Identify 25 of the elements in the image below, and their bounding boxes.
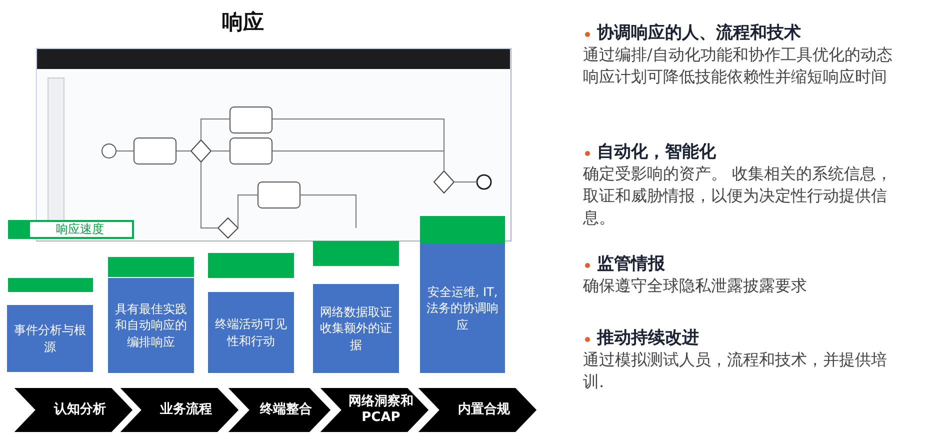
bar-block (108, 257, 194, 277)
bullet-heading: 协调响应的人、流程和技术 (597, 22, 802, 44)
bullet-heading: 自动化，智能化 (597, 141, 717, 163)
bullet-text: 通过模拟测试人员，流程和技术，并提供培训. (583, 349, 888, 393)
label-tag: 响应速度 (8, 220, 134, 239)
bar-block (313, 241, 399, 266)
chevron-step: 认知分析 (12, 387, 134, 433)
stage-block: 具有最佳实践和自动响应的编排响应 (108, 278, 194, 373)
bar-block (208, 253, 294, 278)
bar-block (8, 278, 93, 292)
title: 响应 (222, 9, 264, 36)
chevron-step: 网络洞察和PCAP (318, 387, 430, 433)
stage-block: 安全运维, IT, 法务的协调响应 (420, 244, 505, 373)
chevron-step: 终端整合 (226, 387, 332, 433)
bullet-heading: 推动持续改进 (597, 327, 700, 349)
bullet-text: 确定受影响的资产。 收集相关的系统信息，取证和威胁情报，以便为决定性行动提供信息。 (583, 163, 893, 229)
chevron-step: 业务流程 (118, 387, 240, 433)
bullet-heading: 监管情报 (597, 253, 666, 275)
stage-block: 网络数据取证收集额外的证据 (313, 284, 399, 373)
bullet-text: 通过编排/自动化功能和协作工具优化的动态响应计划可降低技能依赖性并缩短响应时间 (583, 44, 893, 88)
bar-block (420, 216, 505, 244)
chevron-step: 内置合规 (416, 387, 538, 433)
stage-block: 事件分析与根源 (7, 305, 93, 372)
stage-block: 终端活动可见性和行动 (208, 292, 294, 373)
bullet-text: 确保遵守全球隐私泄露披露要求 (583, 275, 808, 297)
